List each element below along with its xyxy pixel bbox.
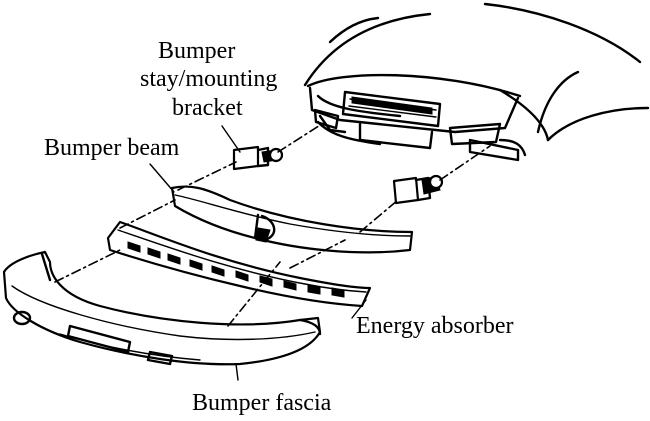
label-energy-absorber: Energy absorber — [356, 313, 514, 339]
label-bumper-beam: Bumper beam — [44, 135, 180, 161]
mounting-bracket-left — [232, 145, 284, 171]
leader-lines — [149, 125, 367, 381]
label-bracket-line2: stay/mounting — [140, 66, 277, 92]
alignment-lines — [54, 121, 491, 327]
bumper-beam — [170, 185, 414, 254]
label-bumper-fascia: Bumper fascia — [192, 390, 332, 416]
energy-absorber — [106, 220, 372, 308]
car-front — [303, 2, 650, 162]
label-bracket-line1: Bumper — [158, 38, 235, 64]
label-bracket-line3: bracket — [172, 95, 243, 121]
bumper-fascia — [2, 250, 322, 366]
mounting-bracket-right — [392, 174, 444, 205]
